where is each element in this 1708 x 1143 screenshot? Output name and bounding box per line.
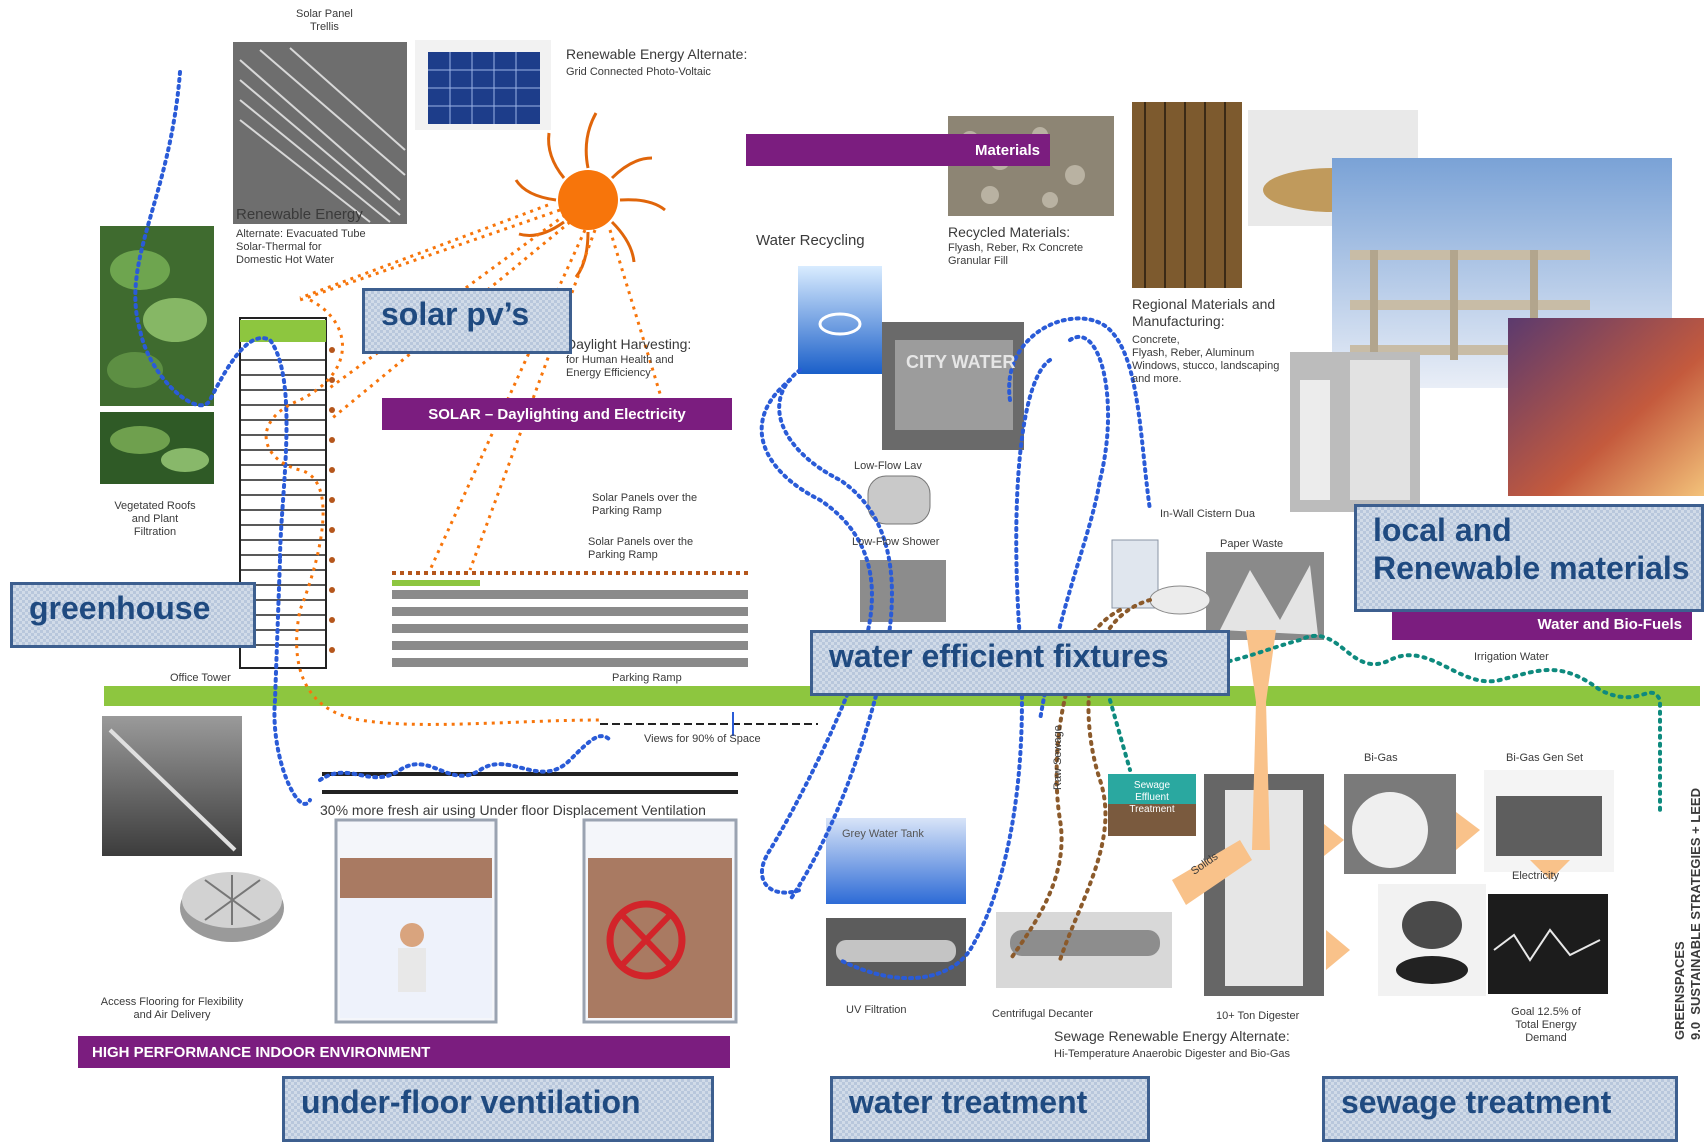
rebar-worker-photo [1132,102,1242,288]
hpie-banner-text: HIGH PERFORMANCE INDOOR ENVIRONMENT [92,1043,431,1061]
cistern-photo [1111,539,1211,615]
renewable-alt-title: Renewable Energy Alternate: [566,46,748,62]
solar-panel-trellis-label: Solar Panel Trellis [296,8,353,33]
sewage-effluent-box [1108,774,1196,836]
greenspaces-side-label: GREENSPACES 9.0 SUSTAINABLE STRATEGIES +… [1672,788,1703,1040]
sewage-alt-body: Hi-Temperature Anaerobic Digester and Bi… [1054,1048,1291,1060]
evac-tube-body: Alternate: Evacuated Tube Solar-Thermal … [236,228,366,266]
callout-local-materials-line-1: local and [1373,512,1512,548]
in-wall-cistern-label: In-Wall Cistern Dua [1160,508,1255,520]
electricity-label: Electricity [1512,870,1560,882]
solar-trellis-photo [233,42,407,224]
uv-filtration-photo [826,918,966,986]
diffuser-photo [180,872,284,942]
evac-tube-title: Renewable Energy [236,206,363,223]
vegetated-roofs-label: Vegetated Roofs and Plant Filtration [114,500,196,538]
colorful-building-photo [1508,318,1704,496]
views-label: Views for 90% of Space [644,733,761,745]
recycled-materials-title: Recycled Materials: [948,224,1071,240]
pv-panel-photo [415,40,551,130]
access-floor-photo [102,716,242,856]
centrifugal-label: Centrifugal Decanter [992,1008,1093,1020]
grey-water-tank [826,818,966,904]
bi-gas-photo [1344,774,1456,874]
grey-water-tank-label: Grey Water Tank [842,828,924,840]
sun [514,112,666,278]
callout-greenhouse: greenhouse [10,582,256,648]
regional-materials-body: Concrete, Flyash, Reber, Aluminum Window… [1132,334,1280,385]
digester-label: 10+ Ton Digester [1216,1010,1300,1022]
low-flow-shower-label: Low-Flow Shower [852,536,940,548]
solar-banner: SOLAR – Daylighting and Electricity [382,398,732,430]
solar-panels-ramp-label-2: Solar Panels over the Parking Ramp [588,536,694,561]
water-biofuels-banner: Water and Bio-Fuels [1392,608,1692,640]
sewage-effluent-label: Sewage Effluent Treatment [1129,780,1175,815]
solar-panels-ramp-label-1: Solar Panels over the Parking Ramp [592,492,698,517]
electricity-photo [1488,894,1608,994]
uv-filtration-label: UV Filtration [846,1004,907,1016]
parking-ramp-label: Parking Ramp [612,672,682,684]
materials-banner-text: Materials [974,141,1040,159]
low-flow-lav-label: Low-Flow Lav [854,460,922,472]
regional-materials-title: Regional Materials and Manufacturing: [1132,296,1276,329]
callout-greenhouse-text: greenhouse [29,590,211,626]
plant-soil-photo [1378,884,1486,996]
bi-gas-gen-label: Bi-Gas Gen Set [1506,752,1584,764]
low-flow-lav-photo [867,475,931,525]
water-drop-photo [798,266,882,374]
callout-local-materials: local and Renewable materials [1354,504,1704,612]
sewage-arrows [1172,630,1570,970]
office-tower-label: Office Tower [170,672,231,684]
window-frame-photo [1290,352,1420,512]
irrigation-water-label: Irrigation Water [1474,651,1549,663]
callout-solar-pv-text: solar pv’s [381,296,530,332]
callout-sewage-treatment-text: sewage treatment [1341,1084,1612,1120]
beaker-2 [582,818,738,1024]
sewage-alt-title: Sewage Renewable Energy Alternate: [1054,1028,1290,1044]
city-water-photo [882,322,1024,450]
callout-water-treatment: water treatment [830,1076,1150,1142]
plant-photo-2 [100,412,214,484]
materials-banner: Materials [746,134,1050,166]
paper-waste-photo [1206,552,1324,640]
underfloor-lines [322,712,818,794]
daylight-harvesting-body: for Human Health and Energy Efficiency [566,354,674,379]
callout-under-floor: under-floor ventilation [282,1076,714,1142]
callout-under-floor-text: under-floor ventilation [301,1084,641,1120]
water-recycling-label: Water Recycling [756,232,865,249]
goal-label: Goal 12.5% of Total Energy Demand [1511,1006,1581,1044]
gen-set-photo [1484,770,1614,872]
callout-solar-pv: solar pv’s [362,288,572,354]
city-water-label: CITY WATER [906,352,1016,372]
raw-sewage-label: Raw Sewage [1052,725,1064,790]
callout-water-fixtures-text: water efficient fixtures [829,638,1169,674]
ground-bar [104,686,1700,706]
access-flooring-label: Access Flooring for Flexibility and Air … [100,996,244,1021]
water-biofuels-banner-text: Water and Bio-Fuels [1537,615,1682,633]
callout-water-fixtures: water efficient fixtures [810,630,1230,696]
low-flow-shower-photo [860,560,946,622]
daylight-harvesting-title: Daylight Harvesting: [566,336,692,352]
bi-gas-label: Bi-Gas [1364,752,1398,764]
recycled-materials-body: Flyash, Reber, Rx Concrete Granular Fill [948,242,1084,267]
fresh-air-label: 30% more fresh air using Under floor Dis… [320,802,706,818]
plant-photo-1 [100,226,214,406]
callout-local-materials-line-2: Renewable materials [1373,550,1690,586]
callout-water-treatment-text: water treatment [849,1084,1088,1120]
renewable-alt-sub: Grid Connected Photo-Voltaic [566,66,711,78]
parking-ramp [392,571,748,667]
callout-sewage-treatment: sewage treatment [1322,1076,1678,1142]
teal-flows [1108,633,1662,812]
paper-waste-label: Paper Waste [1220,538,1284,550]
beaker-1 [334,818,498,1024]
gravel-photo [948,116,1114,216]
solar-banner-text: SOLAR – Daylighting and Electricity [428,405,686,423]
hpie-banner: HIGH PERFORMANCE INDOOR ENVIRONMENT [78,1036,730,1068]
centrifuge-photo [996,912,1172,988]
